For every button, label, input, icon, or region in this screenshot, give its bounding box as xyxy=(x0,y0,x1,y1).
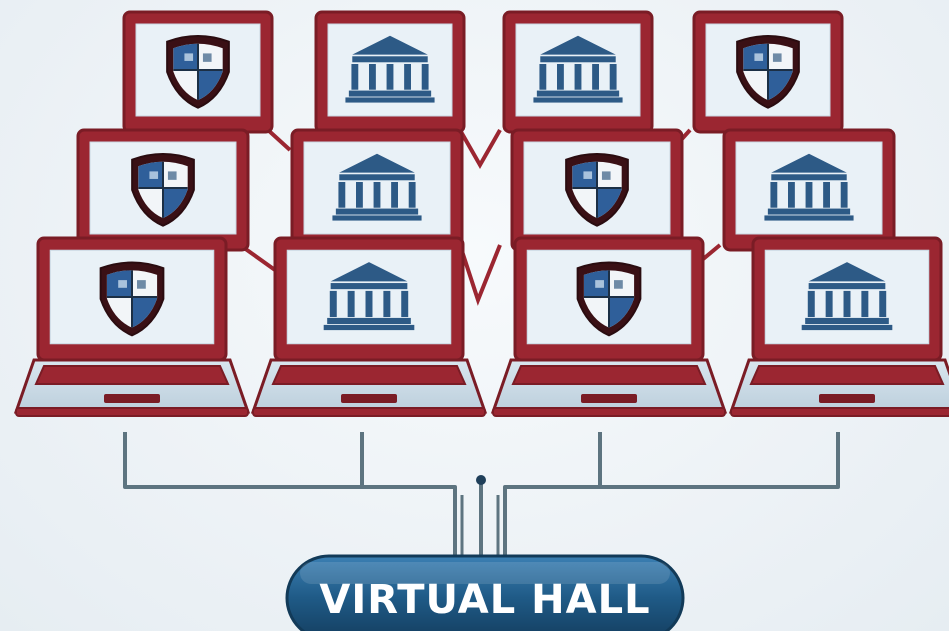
connector-laptop-1 xyxy=(123,432,457,560)
shield-icon xyxy=(166,35,230,109)
connector-node xyxy=(476,475,486,485)
bank-building-icon xyxy=(533,35,623,103)
virtual-hall-hub: VIRTUAL HALL xyxy=(285,554,685,631)
laptop-keyboard-base xyxy=(728,358,949,417)
laptop xyxy=(314,10,466,134)
bridge xyxy=(266,128,292,152)
laptop-keyboard-base xyxy=(490,358,728,417)
shield-icon xyxy=(736,35,800,109)
laptop xyxy=(728,236,949,417)
laptop xyxy=(510,128,684,252)
bank-building-icon xyxy=(801,262,893,331)
bank-building-icon xyxy=(332,153,422,221)
laptop xyxy=(502,10,654,134)
laptop xyxy=(122,10,274,134)
laptop xyxy=(722,128,896,252)
laptop-row-front xyxy=(13,236,949,417)
shield-icon xyxy=(99,261,165,337)
laptop xyxy=(250,236,488,417)
bridge xyxy=(458,129,502,170)
laptop-keyboard-base xyxy=(13,358,251,417)
laptop xyxy=(490,236,728,417)
laptop xyxy=(692,10,844,134)
shield-icon xyxy=(131,153,195,227)
laptop-row-back xyxy=(122,10,844,134)
laptop xyxy=(290,128,464,252)
laptops xyxy=(13,10,949,417)
bank-building-icon xyxy=(345,35,435,103)
connector-lines xyxy=(123,432,840,560)
laptop xyxy=(13,236,251,417)
laptop-row-middle xyxy=(76,128,896,252)
shield-icon xyxy=(576,261,642,337)
connector-laptop-4 xyxy=(503,432,840,560)
laptop-bridges xyxy=(238,128,722,306)
bank-building-icon xyxy=(323,262,415,331)
hub-pill xyxy=(285,554,685,631)
shield-icon xyxy=(565,153,629,227)
laptop xyxy=(76,128,250,252)
bank-building-icon xyxy=(764,153,854,221)
bridge xyxy=(458,244,502,306)
hub-label: VIRTUAL HALL xyxy=(319,577,650,623)
hub-highlight xyxy=(300,562,670,584)
laptop-keyboard-base xyxy=(250,358,488,417)
